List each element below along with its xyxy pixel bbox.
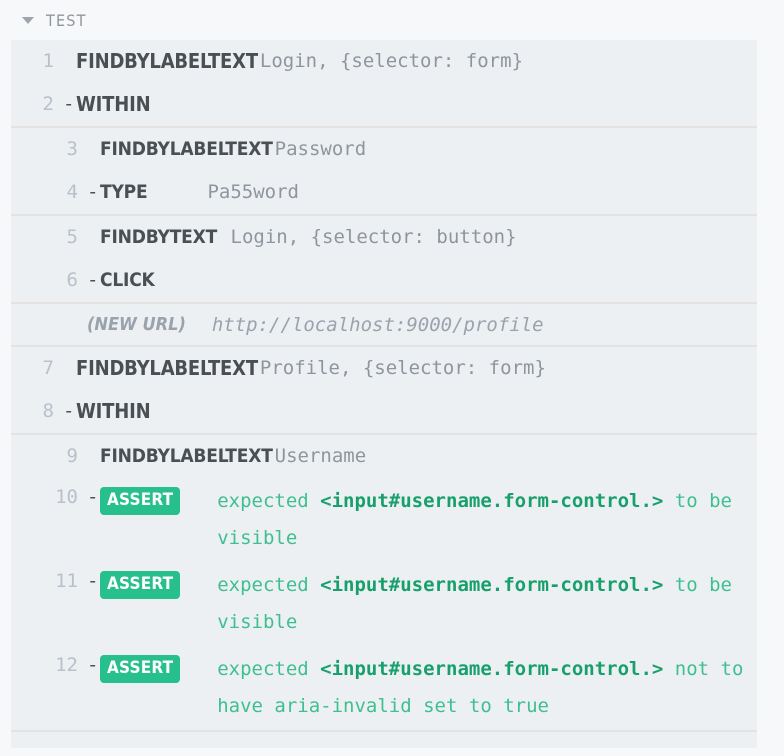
assert-selector: <input#username.form-control.> — [320, 658, 664, 680]
assert-selector: <input#username.form-control.> — [320, 574, 664, 596]
new-url-row: (NEW URL) http://localhost:9000/profile — [11, 304, 757, 345]
assert-badge: ASSERT — [100, 571, 181, 599]
step-dash: - — [87, 570, 99, 592]
assert-selector: <input#username.form-control.> — [320, 490, 664, 512]
step-row[interactable]: 5 FINDBYTEXT Login, {selector: button} — [11, 216, 757, 259]
step-row[interactable]: 9 FINDBYLABELTEXT Username — [11, 435, 757, 478]
step-row[interactable]: 2 - WITHIN — [11, 83, 757, 126]
step-argument: Login, {selector: button} — [219, 226, 517, 248]
step-group: 7 FINDBYLABELTEXT Profile, {selector: fo… — [11, 347, 757, 435]
step-dash: - — [87, 269, 99, 291]
step-command: WITHIN — [76, 399, 151, 423]
line-number: 12 — [55, 654, 78, 676]
step-dash: - — [87, 181, 99, 203]
line-number: 3 — [66, 138, 78, 160]
line-number: 2 — [42, 93, 54, 115]
assert-suffix: not to have aria-invalid set to true — [217, 658, 744, 717]
step-command: WITHIN — [76, 92, 151, 116]
assert-prefix: expected — [217, 490, 321, 512]
assert-badge: ASSERT — [100, 487, 181, 515]
new-url-value: http://localhost:9000/profile — [211, 313, 544, 336]
line-number: 11 — [55, 570, 78, 592]
step-command: TYPE — [100, 181, 148, 203]
section-header-test[interactable]: TEST — [0, 0, 784, 40]
step-value: Pa55word — [207, 181, 299, 203]
step-list: 1 FINDBYLABELTEXT Login, {selector: form… — [11, 40, 757, 748]
step-dash: - — [63, 400, 75, 422]
line-number: 9 — [66, 445, 78, 467]
triangle-down-icon[interactable] — [22, 16, 34, 24]
step-group: (NEW URL) http://localhost:9000/profile — [11, 304, 757, 347]
step-dash: - — [87, 654, 99, 676]
line-number: 6 — [66, 269, 78, 291]
step-command: FINDBYLABELTEXT — [100, 445, 273, 467]
step-row[interactable]: 8 - WITHIN — [11, 390, 757, 433]
step-group: 1 FINDBYLABELTEXT Login, {selector: form… — [11, 40, 757, 128]
assert-prefix: expected — [217, 658, 321, 680]
step-dash: - — [63, 93, 75, 115]
step-argument: Login, {selector: form} — [259, 50, 524, 72]
step-argument: Username — [274, 445, 367, 467]
new-url-label: (NEW URL) — [87, 314, 186, 335]
step-command: FINDBYLABELTEXT — [76, 356, 258, 380]
step-row[interactable]: 4 - TYPE Pa55word — [11, 171, 757, 214]
step-group: 9 FINDBYLABELTEXT Username 10 - ASSERT e… — [11, 435, 757, 732]
step-group: 5 FINDBYTEXT Login, {selector: button} 6… — [11, 216, 757, 304]
line-number: 8 — [42, 400, 54, 422]
step-group: 3 FINDBYLABELTEXT Password 4 - TYPE Pa55… — [11, 128, 757, 216]
assert-suffix: to be visible — [217, 490, 732, 549]
step-row[interactable]: 7 FINDBYLABELTEXT Profile, {selector: fo… — [11, 347, 757, 390]
step-command: FINDBYTEXT — [100, 226, 218, 248]
line-number: 1 — [42, 50, 54, 72]
step-command: FINDBYLABELTEXT — [100, 138, 273, 160]
line-number: 5 — [66, 226, 78, 248]
assert-row[interactable]: 12 - ASSERT expected <input#username.for… — [11, 646, 757, 730]
assert-badge: ASSERT — [100, 655, 181, 683]
assert-prefix: expected — [217, 574, 321, 596]
step-command: CLICK — [100, 269, 155, 291]
line-number: 10 — [55, 486, 78, 508]
section-title: TEST — [46, 10, 87, 30]
step-command: FINDBYLABELTEXT — [76, 49, 258, 73]
assert-message: expected <input#username.form-control.> … — [180, 651, 757, 725]
step-row[interactable]: 6 - CLICK — [11, 259, 757, 302]
assert-row[interactable]: 11 - ASSERT expected <input#username.for… — [11, 562, 757, 646]
assert-message: expected <input#username.form-control.> … — [180, 483, 757, 557]
step-dash: - — [87, 486, 99, 508]
step-row[interactable]: 3 FINDBYLABELTEXT Password — [11, 128, 757, 171]
step-group-clipped — [11, 732, 757, 748]
assert-suffix: to be visible — [217, 574, 732, 633]
line-number: 4 — [66, 181, 78, 203]
assert-row[interactable]: 10 - ASSERT expected <input#username.for… — [11, 478, 757, 562]
assert-message: expected <input#username.form-control.> … — [180, 567, 757, 641]
step-argument: Profile, {selector: form} — [259, 357, 546, 379]
step-row[interactable]: 1 FINDBYLABELTEXT Login, {selector: form… — [11, 40, 757, 83]
line-number: 7 — [42, 357, 54, 379]
step-argument: Password — [274, 138, 367, 160]
